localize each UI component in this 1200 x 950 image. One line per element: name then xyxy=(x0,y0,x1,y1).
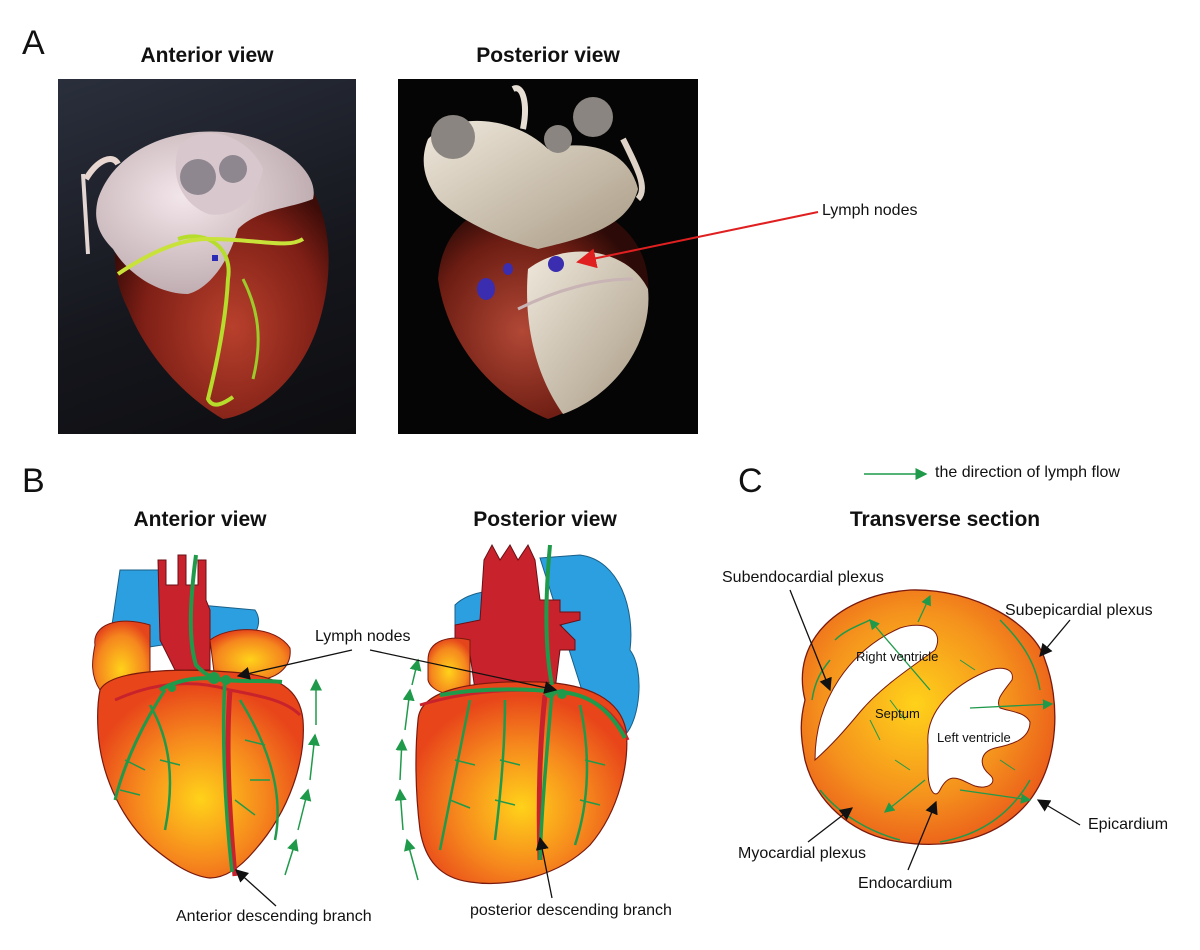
posterior-ct-render xyxy=(398,79,698,434)
posterior-branch-label: posterior descending branch xyxy=(470,902,672,919)
left-ventricle-label: Left ventricle xyxy=(937,730,1011,745)
panel-c-title: Transverse section xyxy=(849,508,1041,531)
myocardial-label: Myocardial plexus xyxy=(738,845,867,862)
right-ventricle-label: Right ventricle xyxy=(856,649,939,664)
anterior-branch-label: Anterior descending branch xyxy=(176,908,372,925)
transverse-section-illustration xyxy=(800,589,1056,845)
subendocardial-label: Subendocardial plexus xyxy=(722,569,884,586)
lymph-node-arrow-b-posterior xyxy=(369,649,558,694)
posterior-heart-illustration xyxy=(415,543,640,885)
posterior-flow-arrows xyxy=(394,658,422,881)
epicardium-arrow xyxy=(1036,799,1081,826)
endocardium-arrow xyxy=(907,800,938,871)
panel-c-letter: C xyxy=(738,462,763,500)
subendocardial-arrow xyxy=(789,589,832,692)
flow-legend-label: the direction of lymph flow xyxy=(935,464,1120,481)
subepicardial-label: Subepicardial plexus xyxy=(1005,602,1153,619)
panel-a-letter: A xyxy=(22,24,45,62)
epicardium-label: Epicardium xyxy=(1088,816,1169,833)
septum-label: Septum xyxy=(875,706,920,721)
anterior-ct-heart xyxy=(81,131,329,419)
panel-a-posterior-title: Posterior view xyxy=(476,44,620,67)
panel-a-lymph-nodes-label: Lymph nodes xyxy=(822,202,918,219)
anterior-ct-render xyxy=(58,79,356,434)
subepicardial-arrow xyxy=(1039,619,1071,657)
lymph-node-arrow-b-anterior xyxy=(236,649,353,680)
posterior-branch-arrow xyxy=(535,836,553,899)
endocardium-label: Endocardium xyxy=(858,875,953,892)
panel-b-letter: B xyxy=(22,462,45,500)
anterior-branch-arrow xyxy=(235,869,277,907)
panel-b-anterior-title: Anterior view xyxy=(133,508,267,531)
anterior-flow-arrows xyxy=(284,678,322,876)
anterior-heart-illustration xyxy=(92,554,304,879)
panel-b-posterior-title: Posterior view xyxy=(473,508,617,531)
panel-a-anterior-title: Anterior view xyxy=(140,44,274,67)
myocardial-arrow xyxy=(807,807,854,843)
panel-b-lymph-nodes-label: Lymph nodes xyxy=(315,628,411,645)
